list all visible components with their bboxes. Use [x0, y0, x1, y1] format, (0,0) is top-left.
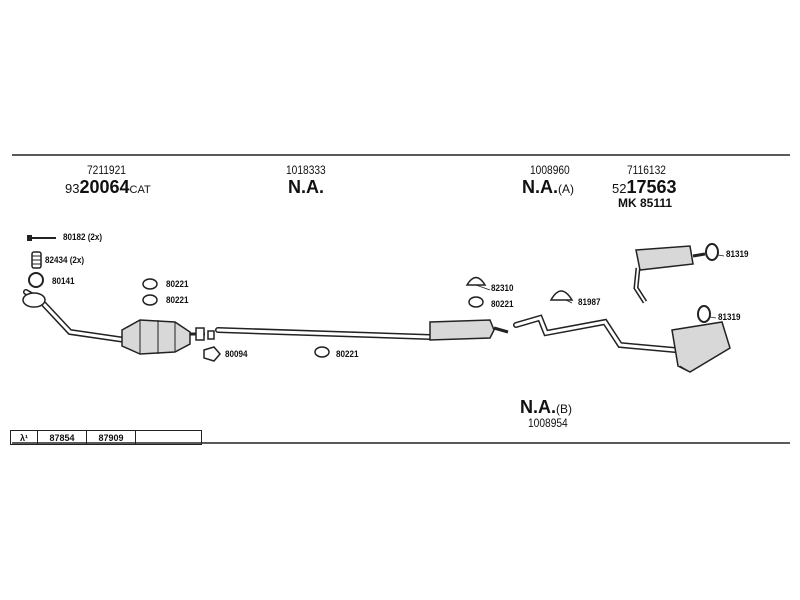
g2-main-label: N.A.: [288, 177, 324, 197]
part-label: 80221: [336, 349, 359, 360]
g5-main-label: N.A.(B): [520, 397, 572, 417]
front-pipe: [22, 289, 128, 343]
lambda-cell: 87854: [38, 431, 87, 444]
leader-lines: [475, 254, 725, 319]
g4-main-number: 5217563: [612, 177, 677, 197]
lambda-cell: [136, 431, 201, 444]
catalytic-converter: [121, 319, 205, 355]
part-label: 80094: [225, 349, 248, 360]
lambda-table: λ¹ 87854 87909: [10, 430, 202, 445]
gasket-icon: [142, 278, 158, 306]
part-label: 81987: [578, 297, 601, 308]
lambda-cell: 87909: [87, 431, 136, 444]
middle-gasket-icon: [314, 346, 330, 358]
g5-bottom-number: 1008954: [528, 416, 568, 430]
hanger-clamp-icon: [465, 276, 487, 308]
lambda-symbol: λ¹: [11, 431, 38, 444]
center-silencer: [429, 319, 509, 341]
g2-top-number: 1018333: [286, 163, 326, 177]
clamp-icon: [195, 327, 215, 341]
rear-pipe: [513, 314, 678, 353]
g3-main-label: N.A.(A): [522, 177, 574, 197]
part-label: 82434 (2x): [45, 255, 85, 266]
part-label: 81319: [726, 249, 749, 260]
rear-silencer: [671, 321, 731, 373]
bolt-icon: [27, 235, 56, 241]
part-label: 81319: [718, 312, 741, 323]
spring-icon: [31, 251, 42, 269]
part-label: 80182 (2x): [63, 232, 103, 243]
part-label: 80221: [166, 295, 189, 306]
part-label: 80221: [491, 299, 514, 310]
flange-gasket-icon: [203, 346, 221, 362]
g3-top-number: 1008960: [530, 163, 570, 177]
middle-pipe: [215, 327, 433, 340]
part-label: 80141: [52, 276, 75, 287]
g1-top-number: 7211921: [87, 163, 126, 177]
rear-clamp-icon: [549, 290, 574, 301]
g4-top-number: 7116132: [627, 163, 666, 177]
g1-main-number: 9320064CAT: [65, 177, 151, 197]
ring-gasket-icon: [28, 272, 44, 288]
part-label: 80221: [166, 279, 189, 290]
part-label: 82310: [491, 283, 514, 294]
rubber-mount-icon: [697, 243, 719, 323]
g4-sub-number: MK 85111: [618, 196, 673, 210]
rear-silencer-variant: [633, 245, 706, 304]
